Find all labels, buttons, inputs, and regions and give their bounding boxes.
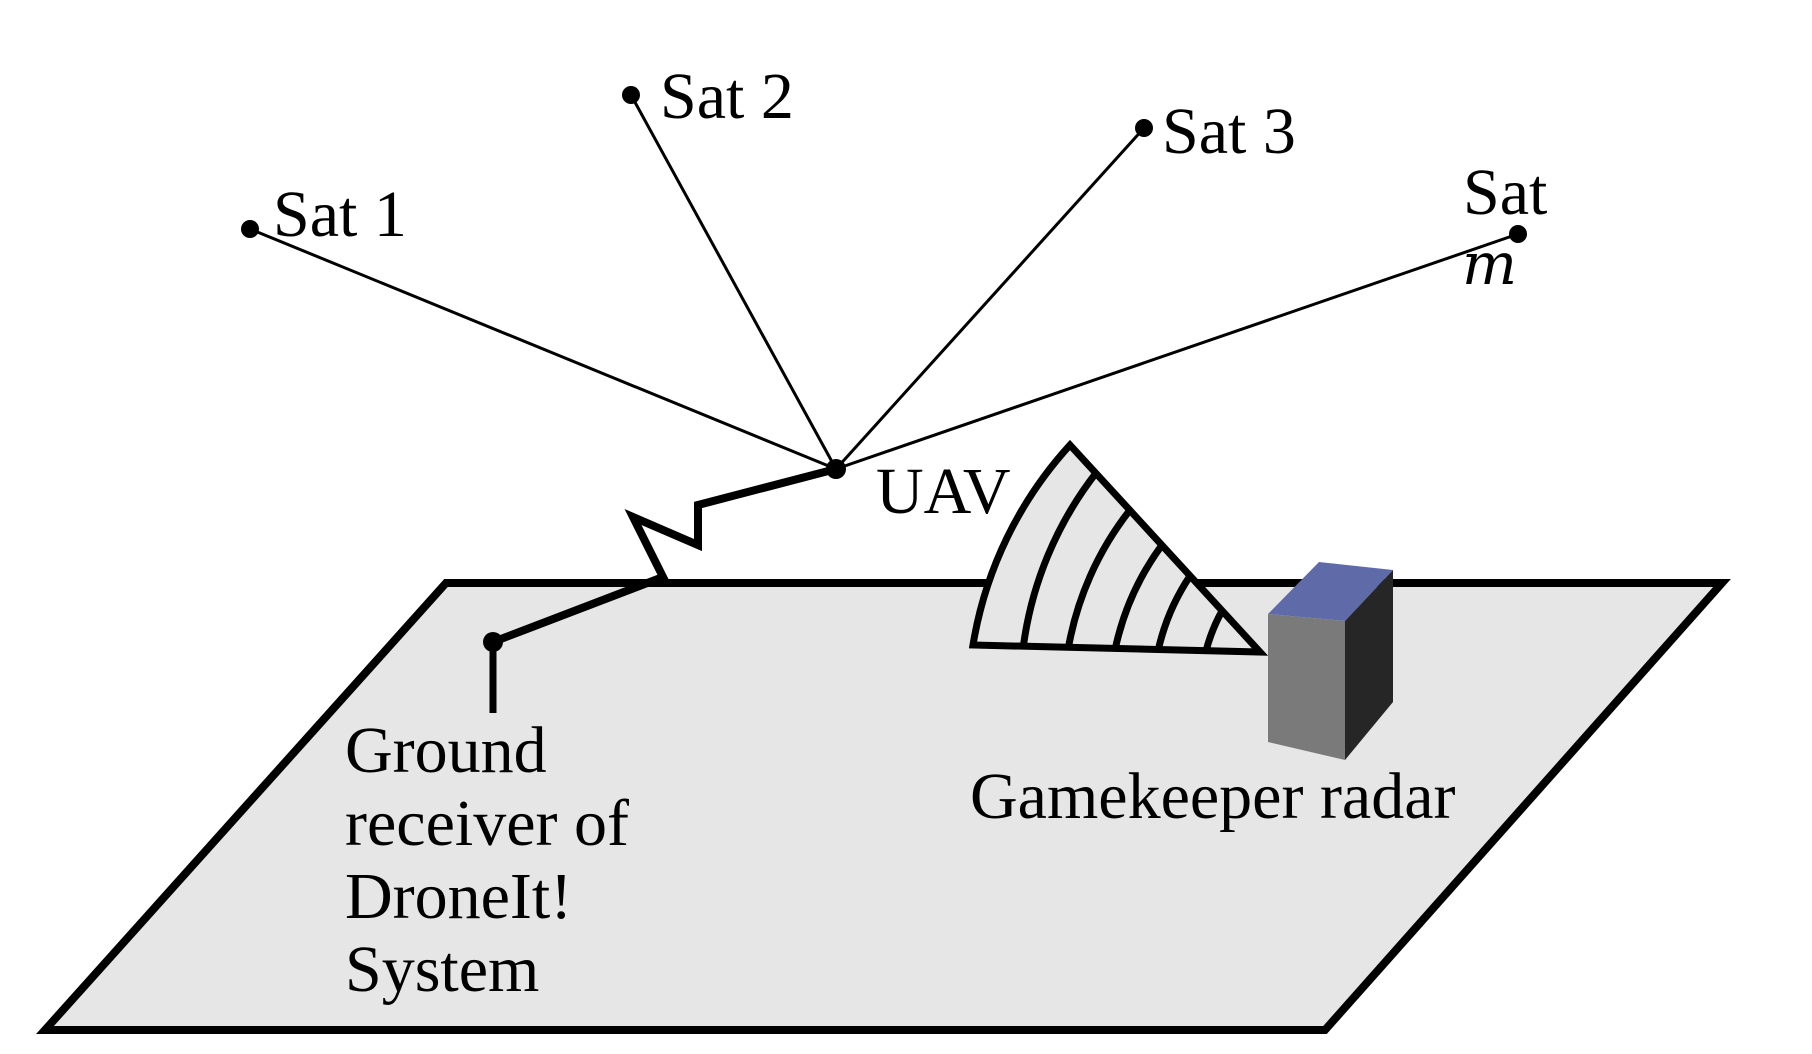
radar-arc-5 xyxy=(1202,609,1226,652)
radar-box-front xyxy=(1268,614,1345,760)
radar-beam-outline xyxy=(968,439,1269,656)
radar-box-top xyxy=(1268,562,1393,621)
radar-arc-3 xyxy=(1111,542,1165,651)
radio-link xyxy=(491,465,838,646)
ground-receiver-label-line-4: System xyxy=(345,933,539,1006)
ground-plane xyxy=(36,579,1731,1034)
radar-beam xyxy=(968,439,1269,656)
sat1-point xyxy=(241,220,259,238)
ground-receiver-label-line-1: Ground xyxy=(345,714,547,787)
satm-label: Sat xyxy=(1463,156,1547,229)
satellite-points xyxy=(241,86,1527,243)
sat2-link xyxy=(629,94,838,470)
radar-arc-2 xyxy=(1064,507,1133,651)
satm-sublabel: m xyxy=(1462,230,1517,298)
radar-box xyxy=(1268,562,1393,760)
satm-point xyxy=(1509,225,1527,243)
sat1-label: Sat 1 xyxy=(273,178,407,251)
satellite-links xyxy=(249,94,1519,471)
sat2-label: Sat 2 xyxy=(660,60,794,133)
sat1-link xyxy=(249,227,837,471)
ground-receiver-label-line-3: DroneIt! xyxy=(345,860,572,933)
uav-label: UAV xyxy=(876,455,1010,528)
radar-label: Gamekeeper radar xyxy=(970,760,1456,833)
ground-receiver-label-line-2: receiver of xyxy=(345,787,629,860)
radar-arc-1 xyxy=(1019,470,1099,650)
radar-box-side xyxy=(1345,570,1393,760)
sat3-point xyxy=(1135,119,1153,137)
sat2-point xyxy=(622,86,640,104)
radar-arc-4 xyxy=(1154,574,1193,652)
ground-receiver-point xyxy=(483,632,503,652)
uav-point xyxy=(826,459,846,479)
satm-link xyxy=(835,232,1519,471)
sat3-label: Sat 3 xyxy=(1162,95,1296,168)
sat3-link xyxy=(834,126,1146,471)
ground-receiver-label: Ground receiver of DroneIt! System xyxy=(345,714,645,1006)
